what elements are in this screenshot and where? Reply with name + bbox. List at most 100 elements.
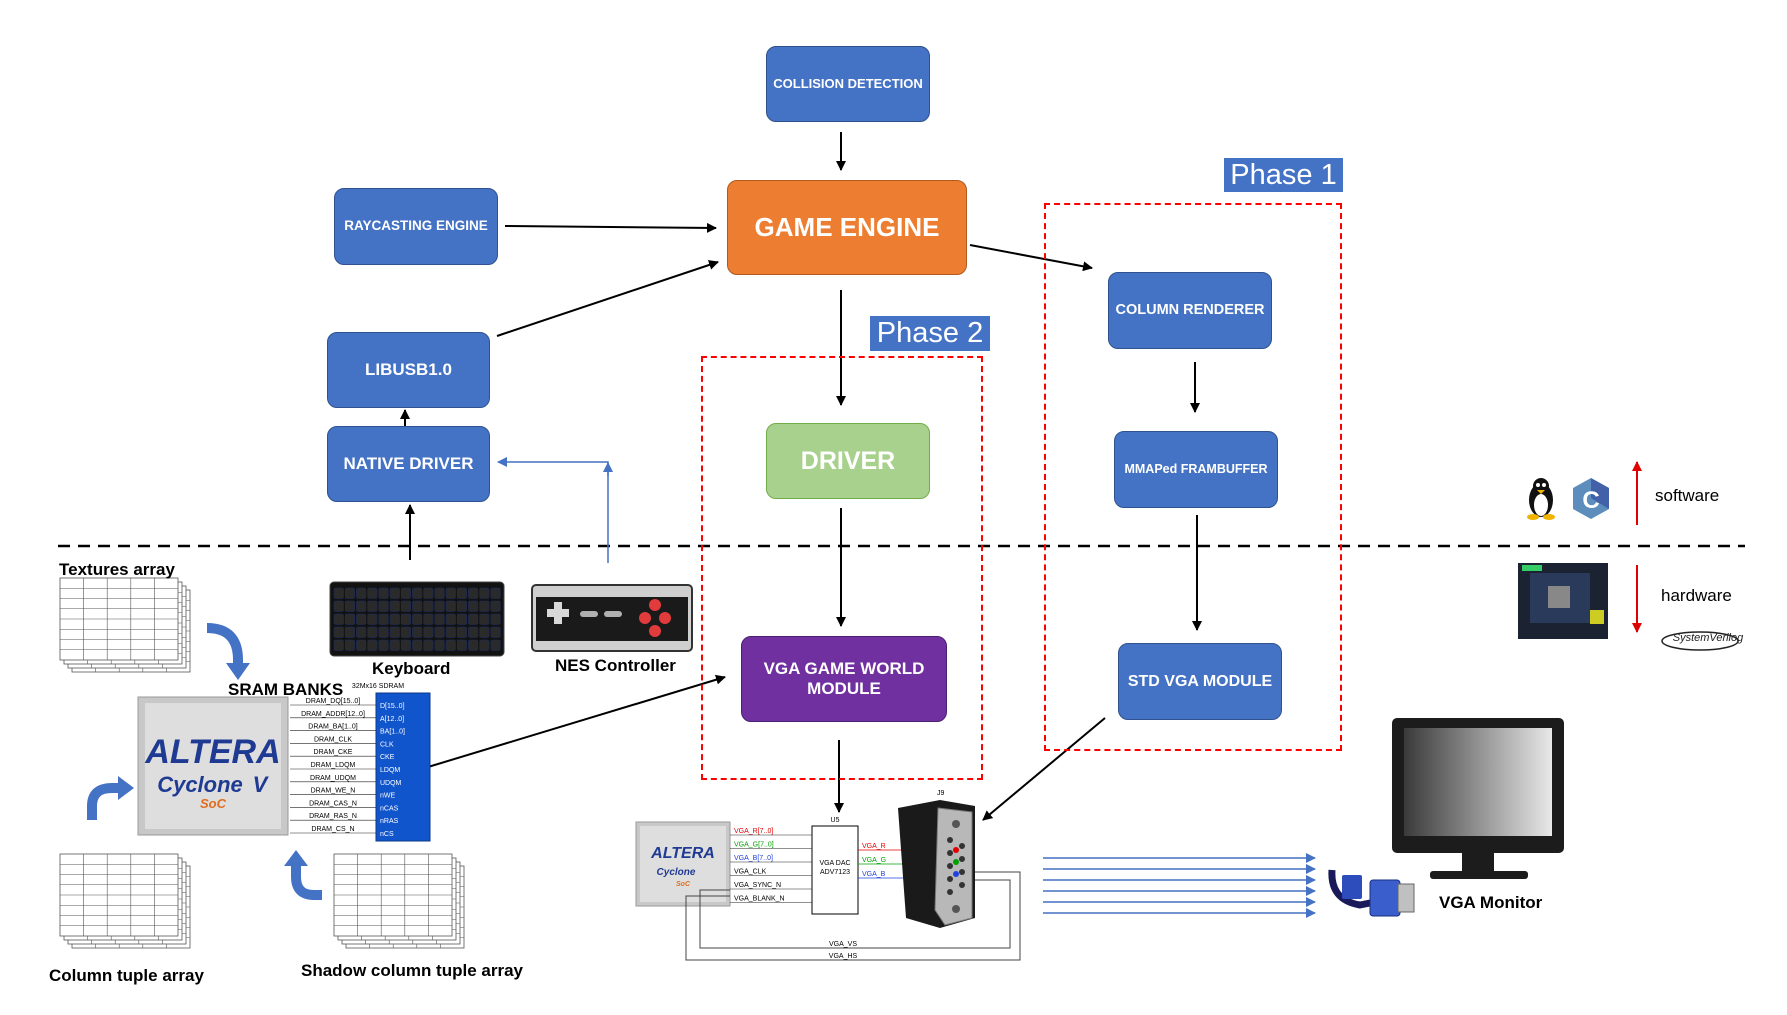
sdram-signal-label: DRAM_ADDR[12..0] xyxy=(301,711,365,718)
keyboard-key xyxy=(400,587,411,599)
keyboard-key xyxy=(479,626,490,638)
keyboard-key xyxy=(333,587,344,599)
sdram-pin-label: nCS xyxy=(380,831,394,838)
keyboard-key xyxy=(412,613,423,625)
soc-logo-small: SoC xyxy=(676,881,691,888)
keyboard-key xyxy=(445,626,456,638)
textures-array-table-icon xyxy=(59,577,191,673)
sdram-signal-label: DRAM_CLK xyxy=(314,736,352,743)
vga-game-world-module-box[interactable]: VGA GAME WORLD MODULE xyxy=(741,636,947,722)
keyboard-key xyxy=(356,626,367,638)
keyboard-key xyxy=(423,587,434,599)
c-language-icon: C xyxy=(1573,478,1609,519)
vga-monitor-image xyxy=(1392,718,1564,879)
keyboard-key xyxy=(389,587,400,599)
keyboard-key xyxy=(468,613,479,625)
keyboard-key xyxy=(434,639,445,651)
sdram-pin-label: BA[1..0] xyxy=(380,729,405,736)
curved-arrow-shadow-head xyxy=(284,850,308,866)
game-engine-box[interactable]: GAME ENGINE xyxy=(727,180,967,275)
keyboard-key xyxy=(490,639,501,651)
vga-input-label: VGA_R[7..0] xyxy=(734,828,773,835)
sdram-pin-label: CLK xyxy=(380,741,394,748)
curved-arrow-textures xyxy=(206,623,243,667)
keyboard-key xyxy=(389,613,400,625)
keyboard-key xyxy=(445,600,456,612)
keyboard-key xyxy=(344,626,355,638)
keyboard-key xyxy=(400,639,411,651)
keyboard-key xyxy=(400,626,411,638)
vga-input-label: VGA_BLANK_N xyxy=(734,896,785,903)
keyboard-key xyxy=(412,587,423,599)
shadow-column-tuple-array-label: Shadow column tuple array xyxy=(301,961,523,980)
dac-name: VGA DAC xyxy=(819,860,850,867)
svg-text:SystemVerilog: SystemVerilog xyxy=(1673,632,1744,644)
curved-arrow-shadow xyxy=(291,862,322,900)
keyboard-key xyxy=(367,613,378,625)
keyboard-key xyxy=(490,613,501,625)
arrow-std-vga-to-connector xyxy=(982,717,1106,821)
vga-output-label: VGA_G xyxy=(862,857,886,864)
keyboard-key xyxy=(490,626,501,638)
keyboard-key xyxy=(445,613,456,625)
sdram-signal-label: DRAM_CS_N xyxy=(311,826,354,833)
software-label: software xyxy=(1655,486,1720,505)
keyboard-key xyxy=(423,626,434,638)
vga-input-label: VGA_CLK xyxy=(734,869,767,876)
systemverilog-logo: SystemVerilog xyxy=(1661,631,1744,651)
keyboard-key xyxy=(333,626,344,638)
svg-text:C: C xyxy=(1582,487,1599,514)
phase2-region xyxy=(701,356,983,780)
sdram-pin-label: nWE xyxy=(380,793,396,800)
keyboard-key xyxy=(412,600,423,612)
keyboard-key xyxy=(434,587,445,599)
cyclone-v: V xyxy=(253,772,270,797)
sdram-pin-label: CKE xyxy=(380,754,395,761)
std-vga-module-box[interactable]: STD VGA MODULE xyxy=(1118,643,1282,720)
altera-chip-sram: ALTERA Cyclone V SoC xyxy=(137,696,289,836)
libusb-box[interactable]: LIBUSB1.0 xyxy=(327,332,490,408)
linux-tux-icon xyxy=(1527,478,1555,520)
sdram-title: 32Mx16 SDRAM xyxy=(352,683,404,690)
keyboard-key xyxy=(367,587,378,599)
phase1-label: Phase 1 xyxy=(1224,158,1343,192)
collision-detection-box[interactable]: COLLISION DETECTION xyxy=(766,46,930,122)
keyboard-key xyxy=(400,613,411,625)
keyboard-key xyxy=(412,639,423,651)
sdram-signal-label: DRAM_DQ[15..0] xyxy=(306,698,361,705)
arrow-nes-to-native xyxy=(497,457,609,563)
curved-arrow-column xyxy=(87,783,122,820)
keyboard-key xyxy=(490,600,501,612)
keyboard-key xyxy=(468,626,479,638)
mmaped-framebuffer-box[interactable]: MMAPed FRAMBUFFER xyxy=(1114,431,1278,508)
driver-box[interactable]: DRIVER xyxy=(766,423,930,499)
keyboard-key xyxy=(412,626,423,638)
native-driver-box[interactable]: NATIVE DRIVER xyxy=(327,426,490,502)
keyboard-key xyxy=(490,587,501,599)
vga-output-label: VGA_B xyxy=(862,871,886,878)
keyboard-key xyxy=(423,600,434,612)
keyboard-key xyxy=(356,639,367,651)
arrow-engine-to-column-renderer xyxy=(969,244,1093,272)
keyboard-key xyxy=(333,613,344,625)
keyboard-key xyxy=(445,587,456,599)
keyboard-key xyxy=(423,639,434,651)
phase1-region xyxy=(1044,203,1342,751)
keyboard-key xyxy=(389,639,400,651)
keyboard-key xyxy=(378,626,389,638)
keyboard-key xyxy=(367,600,378,612)
keyboard-key xyxy=(356,587,367,599)
sram-banks-label: SRAM BANKS xyxy=(228,680,344,699)
column-tuple-array-label: Column tuple array xyxy=(49,966,204,985)
keyboard-key xyxy=(333,600,344,612)
keyboard-key xyxy=(344,600,355,612)
keyboard-key xyxy=(479,587,490,599)
sync-vs: VGA_VS xyxy=(829,941,857,948)
keyboard-key xyxy=(456,626,467,638)
keyboard-key xyxy=(423,613,434,625)
raycasting-engine-box[interactable]: RAYCASTING ENGINE xyxy=(334,188,498,265)
column-renderer-box[interactable]: COLUMN RENDERER xyxy=(1108,272,1272,349)
keyboard-key xyxy=(344,613,355,625)
sdram-signal-label: DRAM_WE_N xyxy=(311,788,356,795)
